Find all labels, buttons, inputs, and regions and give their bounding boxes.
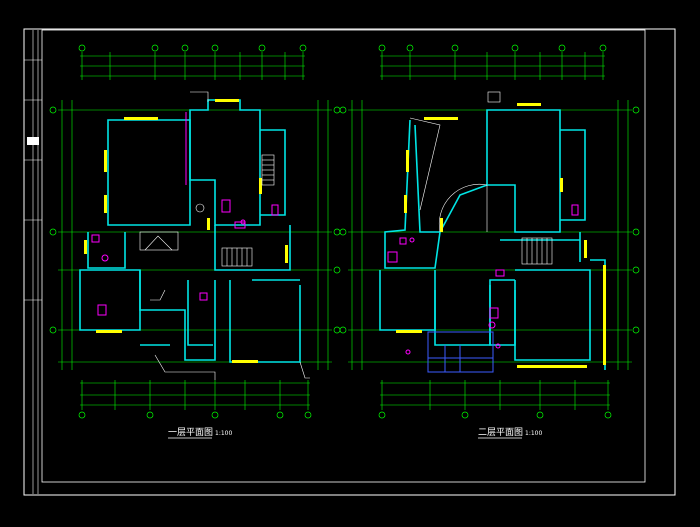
drawing-frame <box>23 28 676 496</box>
fixtures <box>387 204 579 355</box>
furniture <box>427 331 494 373</box>
walls <box>79 99 301 363</box>
windows <box>84 99 288 363</box>
title-strip <box>24 30 42 494</box>
first-floor-scale: 1:100 <box>215 430 232 437</box>
fixtures <box>91 112 279 316</box>
entry-canopy <box>139 203 205 301</box>
first-floor-title: 一层平面图 <box>168 427 213 438</box>
second-floor-title: 二层平面图 <box>478 427 523 438</box>
stairs <box>409 91 553 265</box>
dimension-lines <box>58 52 332 410</box>
second-floor-scale: 1:100 <box>525 430 542 437</box>
axis-bubbles <box>339 44 640 419</box>
first-floor-plan: 一层平面图 1:100 <box>49 44 341 439</box>
stairs <box>154 91 310 380</box>
second-floor-plan: 二层平面图 1:100 <box>339 44 640 439</box>
windows <box>396 103 606 368</box>
